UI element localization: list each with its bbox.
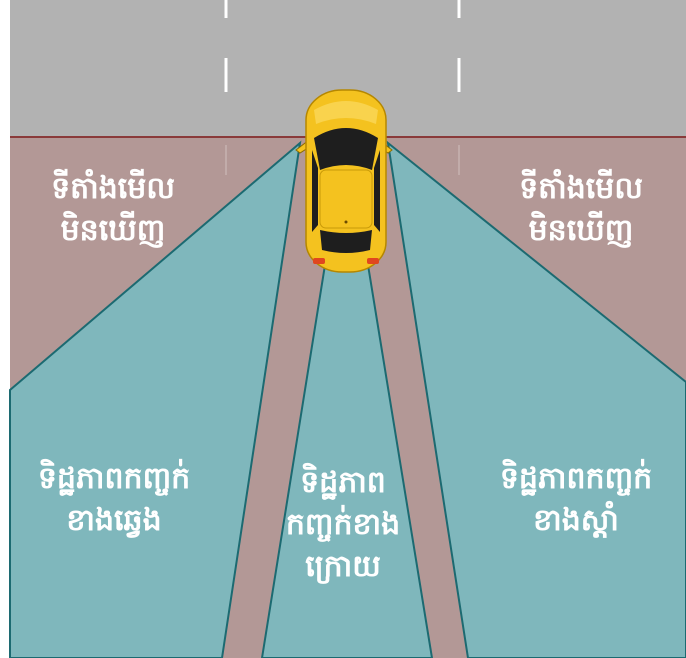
right-mirror-view-line-2: ខាងស្តាំ: [476, 500, 676, 542]
right-blind-spot-label: ទីតាំងមើល មិនឃើញ: [486, 168, 676, 252]
left-blind-spot-label: ទីតាំងមើល មិនឃើញ: [18, 168, 208, 252]
rear-window: [320, 230, 372, 253]
rear-mirror-view-line-3: ក្រោយ: [270, 546, 416, 588]
left-mirror-view-label: ទិដ្ឋភាពកញ្ចក់ ខាងឆ្វេង: [14, 458, 214, 542]
car-roof: [320, 170, 372, 228]
rear-mirror-view-line-1: ទិដ្ឋភាព: [270, 462, 416, 504]
windshield: [314, 128, 378, 170]
left-mirror-view-line-2: ខាងឆ្វេង: [14, 500, 214, 542]
right-blind-spot-line-1: ទីតាំងមើល: [486, 168, 676, 210]
rear-mirror-view-line-2: កញ្ចក់ខាង: [270, 504, 416, 546]
car-top-view: [296, 90, 392, 272]
left-blind-spot-line-1: ទីតាំងមើល: [18, 168, 208, 210]
right-blind-spot-line-2: មិនឃើញ: [486, 210, 676, 252]
right-mirror-view-label: ទិដ្ឋភាពកញ្ចក់ ខាងស្តាំ: [476, 458, 676, 542]
rear-mirror-view-label: ទិដ្ឋភាព កញ្ចក់ខាង ក្រោយ: [270, 462, 416, 588]
right-mirror-view-line-1: ទិដ្ឋភាពកញ្ចក់: [476, 458, 676, 500]
left-blind-spot-line-2: មិនឃើញ: [18, 210, 208, 252]
left-mirror-view-line-1: ទិដ្ឋភាពកញ្ចក់: [14, 458, 214, 500]
